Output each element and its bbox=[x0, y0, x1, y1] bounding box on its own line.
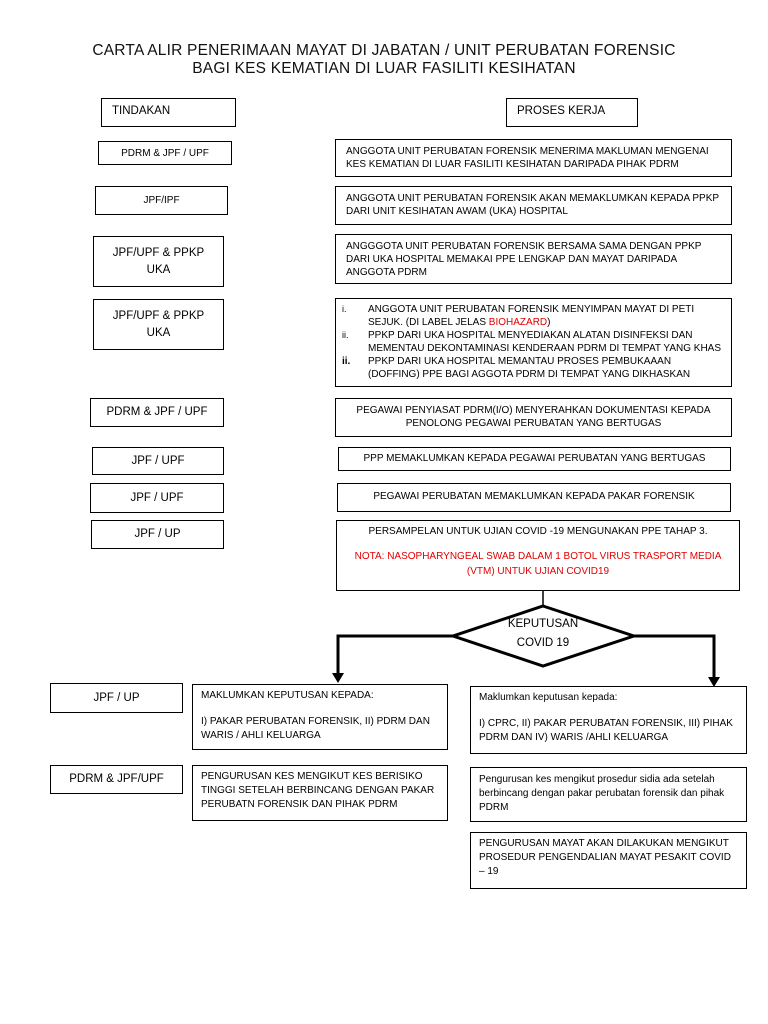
left-branch-line bbox=[336, 634, 453, 676]
title-line-2: BAGI KES KEMATIAN DI LUAR FASILITI KESIH… bbox=[192, 60, 576, 77]
process-step-5: PEGAWAI PENYIASAT PDRM(I/O) MENYERAHKAN … bbox=[335, 398, 732, 437]
process-step-2: ANGGOTA UNIT PERUBATAN FORENSIK AKAN MEM… bbox=[335, 186, 732, 225]
item-2-text: PPKP DARI UKA HOSPITAL MENYEDIAKAN ALATA… bbox=[368, 330, 722, 354]
item-1-suffix: ) bbox=[547, 317, 551, 328]
actor-step-2: JPF/IPF bbox=[95, 186, 228, 215]
process-step-7: PEGAWAI PERUBATAN MEMAKLUMKAN KEPADA PAK… bbox=[337, 483, 731, 512]
item-1-number: i. bbox=[342, 304, 347, 314]
actor-step-3: JPF/UPF & PPKP UKA bbox=[93, 236, 224, 287]
actor-step-4-line-1: JPF/UPF & PPKP bbox=[112, 309, 205, 322]
title-line-1: CARTA ALIR PENERIMAAN MAYAT DI JABATAN /… bbox=[92, 42, 676, 59]
negative-manage-box: Pengurusan kes mengikut prosedur sidia a… bbox=[470, 767, 747, 822]
decision-line-2: COVID 19 bbox=[516, 637, 570, 649]
process-step-4-item-3: ii. PPKP DARI UKA HOSPITAL MEMANTAU PROSE… bbox=[340, 355, 725, 381]
actor-jpf-up: JPF / UP bbox=[50, 683, 183, 713]
right-branch-line bbox=[634, 634, 716, 680]
item-1-text: ANGGOTA UNIT PERUBATAN FORENSIK MENYIMPA… bbox=[368, 304, 695, 328]
process-step-4-item-1: i. ANGGOTA UNIT PERUBATAN FORENSIK MENYIM… bbox=[340, 303, 725, 329]
actor-step-7: JPF / UPF bbox=[90, 483, 224, 513]
actor-step-8: JPF / UP bbox=[91, 520, 224, 549]
actor-pdrm-jpf-upf: PDRM & JPF/UPF bbox=[50, 765, 183, 794]
negative-final-box: PENGURUSAN MAYAT AKAN DILAKUKAN MENGIKUT… bbox=[470, 832, 747, 889]
sampling-note: NOTA: NASOPHARYNGEAL SWAB DALAM 1 BOTOL … bbox=[354, 551, 722, 577]
positive-inform-title: MAKLUMKAN KEPUTUSAN KEPADA: bbox=[201, 690, 374, 701]
negative-inform-box: Maklumkan keputusan kepada: I) CPRC, II)… bbox=[470, 686, 747, 754]
decision-line-1: KEPUTUSAN bbox=[507, 618, 579, 630]
process-step-6: PPP MEMAKLUMKAN KEPADA PEGAWAI PERUBATAN… bbox=[338, 447, 731, 471]
positive-inform-body: I) PAKAR PERUBATAN FORENSIK, II) PDRM DA… bbox=[201, 716, 430, 741]
item-3-text: PPKP DARI UKA HOSPITAL MEMANTAU PROSES P… bbox=[368, 356, 691, 380]
process-step-8: PERSAMPELAN UNTUK UJIAN COVID -19 MENGUN… bbox=[336, 520, 740, 591]
biohazard-label: BIOHAZARD bbox=[488, 317, 548, 328]
positive-inform-box: MAKLUMKAN KEPUTUSAN KEPADA: I) PAKAR PER… bbox=[192, 684, 448, 750]
decision-label: KEPUTUSAN COVID 19 bbox=[485, 615, 601, 653]
decision-diamond bbox=[448, 604, 639, 668]
process-step-3: ANGGGOTA UNIT PERUBATAN FORENSIK BERSAMA… bbox=[335, 234, 732, 284]
negative-inform-body: I) CPRC, II) PAKAR PERUBATAN FORENSIK, I… bbox=[479, 718, 733, 743]
process-step-4-item-2: ii. PPKP DARI UKA HOSPITAL MENYEDIAKAN AL… bbox=[340, 329, 725, 355]
tindakan-header: TINDAKAN bbox=[101, 98, 236, 127]
sampling-text: PERSAMPELAN UNTUK UJIAN COVID -19 MENGUN… bbox=[368, 526, 708, 537]
proses-kerja-header: PROSES KERJA bbox=[506, 98, 638, 127]
right-arrowhead bbox=[708, 677, 720, 687]
actor-step-4-line-2: UKA bbox=[146, 326, 171, 339]
process-step-1: ANGGOTA UNIT PERUBATAN FORENSIK MENERIMA… bbox=[335, 139, 732, 177]
negative-inform-title: Maklumkan keputusan kepada: bbox=[479, 692, 618, 703]
actor-step-5: PDRM & JPF / UPF bbox=[90, 398, 224, 427]
positive-manage-box: PENGURUSAN KES MENGIKUT KES BERISIKO TIN… bbox=[192, 765, 448, 821]
actor-step-3-line-2: UKA bbox=[146, 263, 171, 276]
item-3-number: ii. bbox=[342, 356, 351, 367]
left-arrowhead bbox=[332, 673, 344, 683]
actor-step-4: JPF/UPF & PPKP UKA bbox=[93, 299, 224, 350]
actor-step-3-line-1: JPF/UPF & PPKP bbox=[112, 246, 205, 259]
item-2-number: ii. bbox=[342, 330, 349, 340]
actor-step-1: PDRM & JPF / UPF bbox=[98, 141, 232, 165]
process-step-4: i. ANGGOTA UNIT PERUBATAN FORENSIK MENYIM… bbox=[335, 298, 732, 387]
actor-step-6: JPF / UPF bbox=[92, 447, 224, 475]
